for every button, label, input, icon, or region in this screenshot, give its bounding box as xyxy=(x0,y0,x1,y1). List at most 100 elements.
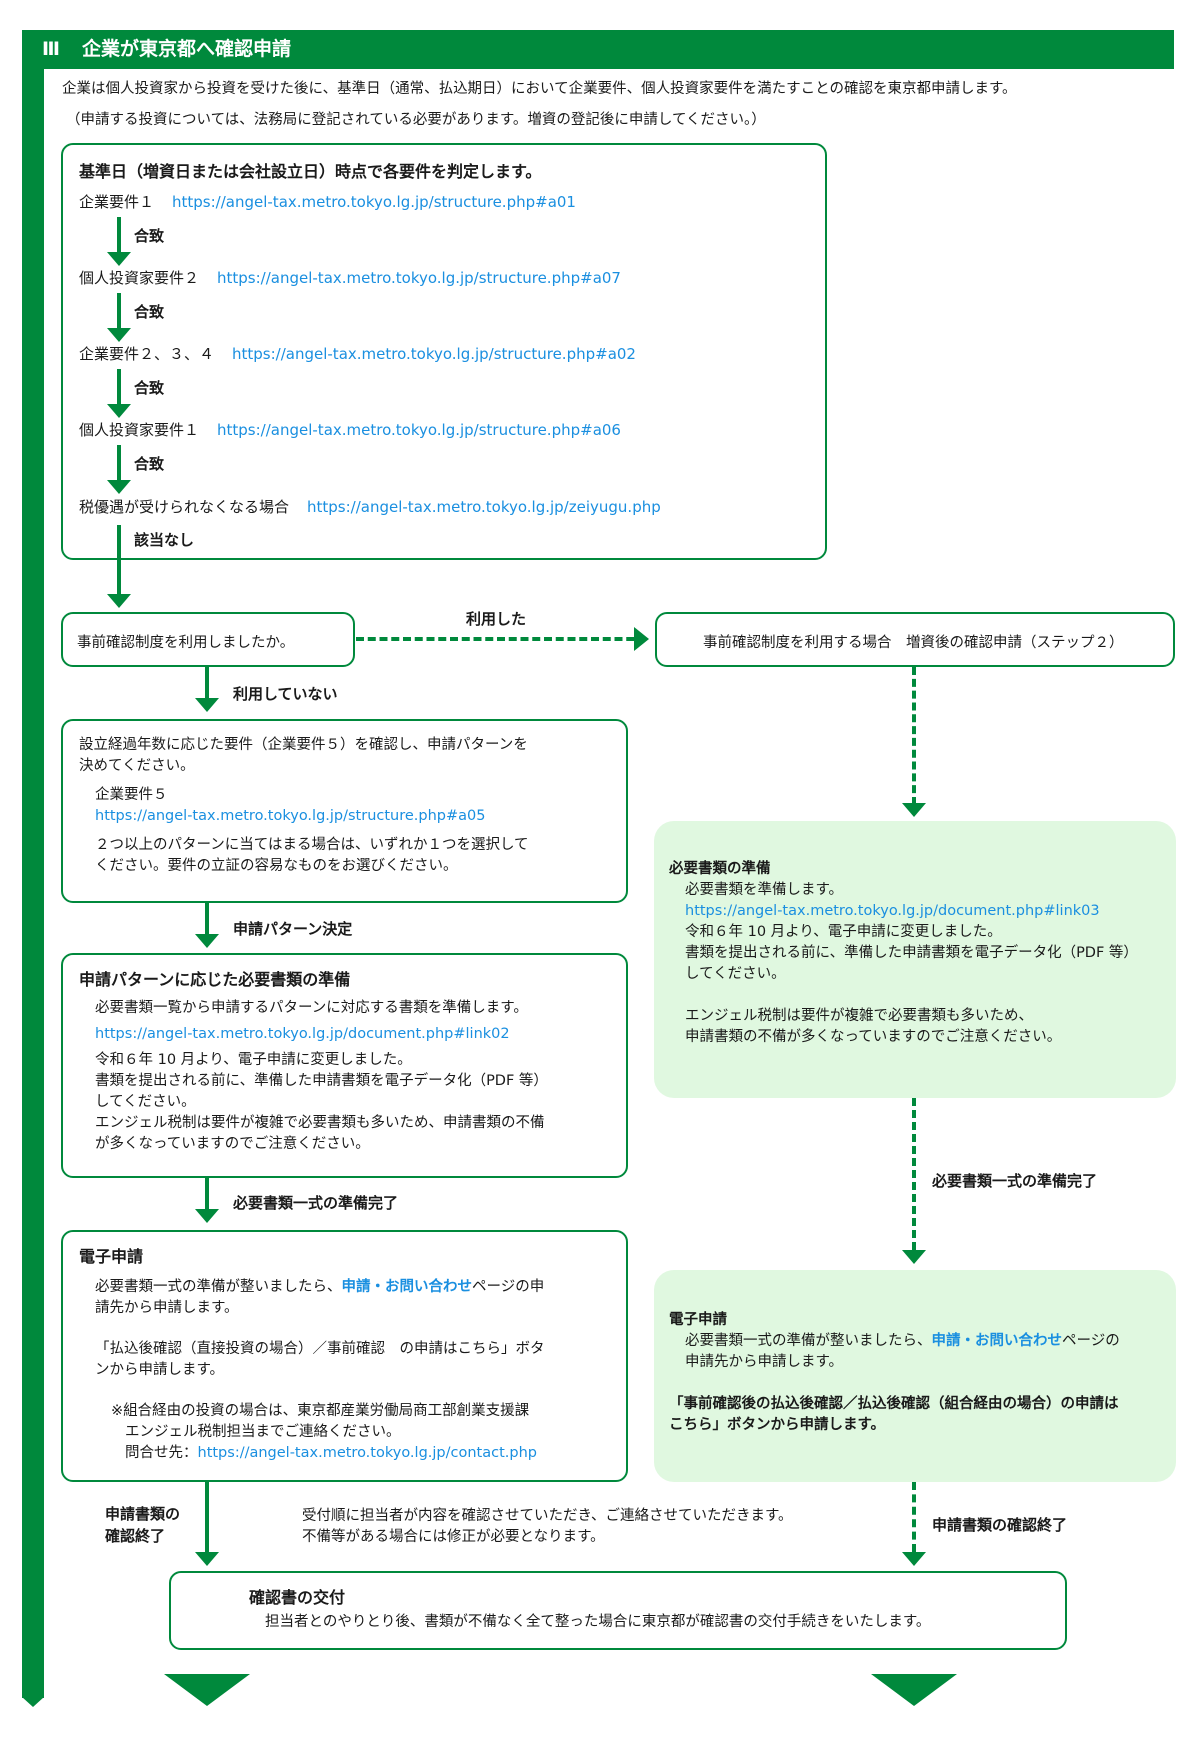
arrow-line xyxy=(205,1178,209,1210)
documents-text: エンジェル税制は要件が複雑で必要書類も多いため、申請書類の不備 xyxy=(95,1115,545,1131)
right-e-application-title: 電子申請 xyxy=(669,1312,727,1328)
right-documents-text: 令和６年 10 月より、電子申請に変更しました。 xyxy=(685,924,1002,940)
dashed-arrow-line xyxy=(912,1482,916,1552)
documents-intro: 必要書類一覧から申請するパターンに対応する書類を準備します。 xyxy=(95,1000,528,1016)
criteria-item: 税優遇が受けられなくなる場合 https://angel-tax.metro.to… xyxy=(79,496,661,518)
arrow-line xyxy=(205,903,209,935)
right-button-text: こちら」ボタンから申請します。 xyxy=(669,1417,886,1433)
pattern-decided-label: 申請パターン決定 xyxy=(233,920,353,938)
review-done-label: 申請書類の確認終了 xyxy=(105,1503,180,1547)
pattern-note: ２つ以上のパターンに当てはまる場合は、いずれか１つを選択して xyxy=(95,837,529,853)
criteria-item: 個人投資家要件１ https://angel-tax.metro.tokyo.lg… xyxy=(79,419,621,441)
arrow-line xyxy=(117,369,121,405)
arrow-head xyxy=(107,404,131,418)
intro-text: 企業は個人投資家から投資を受けた後に、基準日（通常、払込期日）において企業要件、… xyxy=(62,81,1017,97)
step2-text: 事前確認制度を利用する場合 増資後の確認申請（ステップ２） xyxy=(703,635,1124,651)
right-documents-ready-label: 必要書類一式の準備完了 xyxy=(932,1172,1098,1190)
arrow-line xyxy=(117,217,121,253)
match-label: 合致 xyxy=(134,227,165,245)
question-box: 事前確認制度を利用しましたか。 xyxy=(61,612,355,667)
contact-link[interactable]: https://angel-tax.metro.tokyo.lg.jp/cont… xyxy=(197,1445,537,1461)
section-side-bar xyxy=(22,30,44,1698)
arrow-head xyxy=(107,252,131,266)
question-text: 事前確認制度を利用しましたか。 xyxy=(77,635,295,651)
pattern-note: ください。要件の立証の容易なものをお選びください。 xyxy=(95,858,458,874)
contact-label: 問合せ先： xyxy=(125,1445,198,1461)
dashed-arrow-line xyxy=(912,1098,916,1250)
right-documents-text: 書類を提出される前に、準備した申請書類を電子データ化（PDF 等） xyxy=(685,945,1138,961)
arrow-head xyxy=(902,1250,926,1264)
criteria-link[interactable]: https://angel-tax.metro.tokyo.lg.jp/stru… xyxy=(232,345,636,363)
union-note: エンジェル税制担当までご連絡ください。 xyxy=(125,1424,401,1440)
arrow-line xyxy=(205,667,209,699)
right-documents-text: 申請書類の不備が多くなっていますのでご注意ください。 xyxy=(685,1029,1062,1045)
right-button-text: 「事前確認後の払込後確認／払込後確認（組合経由の場合）の申請は xyxy=(669,1396,1119,1412)
criteria-item: 個人投資家要件２ https://angel-tax.metro.tokyo.lg… xyxy=(79,267,621,289)
side-bar-tip xyxy=(22,1697,44,1707)
dashed-arrow-line xyxy=(912,667,916,805)
arrow-head xyxy=(902,803,926,817)
right-e-application-text: 申請先から申請します。 xyxy=(685,1354,844,1370)
pattern-link[interactable]: https://angel-tax.metro.tokyo.lg.jp/stru… xyxy=(95,808,486,824)
criteria-item: 企業要件２、３、４ https://angel-tax.metro.tokyo.l… xyxy=(79,343,636,365)
match-label: 合致 xyxy=(134,303,165,321)
pattern-box: 設立経過年数に応じた要件（企業要件５）を確認し、申請パターンを 決めてください。… xyxy=(61,719,628,903)
criteria-link[interactable]: https://angel-tax.metro.tokyo.lg.jp/zeiy… xyxy=(307,498,661,516)
arrow-head xyxy=(195,1552,219,1566)
right-documents-link[interactable]: https://angel-tax.metro.tokyo.lg.jp/docu… xyxy=(685,903,1100,919)
dashed-arrow-line xyxy=(356,637,646,641)
arrow-head xyxy=(107,328,131,342)
pattern-text: 設立経過年数に応じた要件（企業要件５）を確認し、申請パターンを xyxy=(79,737,528,753)
right-review-done-label: 申請書類の確認終了 xyxy=(932,1516,1068,1534)
review-text-line: 不備等がある場合には修正が必要となります。 xyxy=(302,1529,605,1545)
review-done-label-line: 申請書類の xyxy=(105,1505,181,1523)
criteria-label: 税優遇が受けられなくなる場合 xyxy=(79,498,290,516)
arrow-line xyxy=(117,525,121,595)
e-application-text: 請先から申請します。 xyxy=(95,1300,239,1316)
review-done-label-line: 確認終了 xyxy=(105,1527,166,1545)
documents-title: 申請パターンに応じた必要書類の準備 xyxy=(79,970,351,989)
criteria-title: 基準日（増資日または会社設立日）時点で各要件を判定します。 xyxy=(79,162,542,181)
documents-text: してください。 xyxy=(95,1094,196,1110)
arrow-head xyxy=(195,1209,219,1223)
step2-box: 事前確認制度を利用する場合 増資後の確認申請（ステップ２） xyxy=(655,612,1175,667)
match-label: 合致 xyxy=(134,455,165,473)
criteria-label: 企業要件１ xyxy=(79,193,155,211)
right-e-application-text: ページの xyxy=(1062,1333,1120,1349)
criteria-item: 企業要件１ https://angel-tax.metro.tokyo.lg.jp… xyxy=(79,191,576,213)
arrow-line xyxy=(205,1482,209,1553)
contact-page-link[interactable]: 申請・お問い合わせ xyxy=(341,1279,473,1295)
not-applicable-label: 該当なし xyxy=(134,531,195,549)
section-header: Ⅲ 企業が東京都へ確認申請 xyxy=(22,30,1174,69)
arrow-head xyxy=(195,934,219,948)
right-documents-box: 必要書類の準備 必要書類を準備します。 https://angel-tax.me… xyxy=(654,821,1176,1098)
criteria-link[interactable]: https://angel-tax.metro.tokyo.lg.jp/stru… xyxy=(217,421,621,439)
e-application-button-text: 「払込後確認（直接投資の場合）／事前確認 の申請はこちら」ボタ xyxy=(95,1341,545,1357)
documents-text: が多くなっていますのでご注意ください。 xyxy=(95,1136,370,1152)
arrow-head xyxy=(195,698,219,712)
right-e-application-box: 電子申請 必要書類一式の準備が整いましたら、申請・お問い合わせページの 申請先か… xyxy=(654,1270,1176,1482)
review-text: 受付順に担当者が内容を確認させていただき、ご連絡させていただきます。不備等がある… xyxy=(302,1506,793,1548)
arrow-head xyxy=(107,480,131,494)
criteria-label: 個人投資家要件２ xyxy=(79,269,200,287)
right-contact-page-link[interactable]: 申請・お問い合わせ xyxy=(931,1333,1063,1349)
e-application-text: ページの申 xyxy=(472,1279,545,1295)
documents-link[interactable]: https://angel-tax.metro.tokyo.lg.jp/docu… xyxy=(95,1026,510,1042)
documents-text: 書類を提出される前に、準備した申請書類を電子データ化（PDF 等） xyxy=(95,1073,548,1089)
not-used-label: 利用していない xyxy=(233,685,338,703)
certificate-issue-title: 確認書の交付 xyxy=(249,1588,346,1607)
next-step-arrow-right xyxy=(871,1674,957,1706)
right-documents-intro: 必要書類を準備します。 xyxy=(685,882,844,898)
criteria-label: 個人投資家要件１ xyxy=(79,421,200,439)
section-numeral: Ⅲ xyxy=(42,38,60,60)
documents-text: 令和６年 10 月より、電子申請に変更しました。 xyxy=(95,1052,412,1068)
right-documents-text: してください。 xyxy=(685,966,786,982)
criteria-label: 企業要件２、３、４ xyxy=(79,345,215,363)
section-title: 企業が東京都へ確認申請 xyxy=(81,38,291,60)
criteria-link[interactable]: https://angel-tax.metro.tokyo.lg.jp/stru… xyxy=(172,193,576,211)
arrow-head xyxy=(902,1552,926,1566)
certificate-issue-text: 担当者とのやりとり後、書類が不備なく全て整った場合に東京都が確認書の交付手続きを… xyxy=(265,1614,931,1630)
documents-box: 申請パターンに応じた必要書類の準備 必要書類一覧から申請するパターンに対応する書… xyxy=(61,953,628,1178)
match-label: 合致 xyxy=(134,379,165,397)
criteria-link[interactable]: https://angel-tax.metro.tokyo.lg.jp/stru… xyxy=(217,269,621,287)
